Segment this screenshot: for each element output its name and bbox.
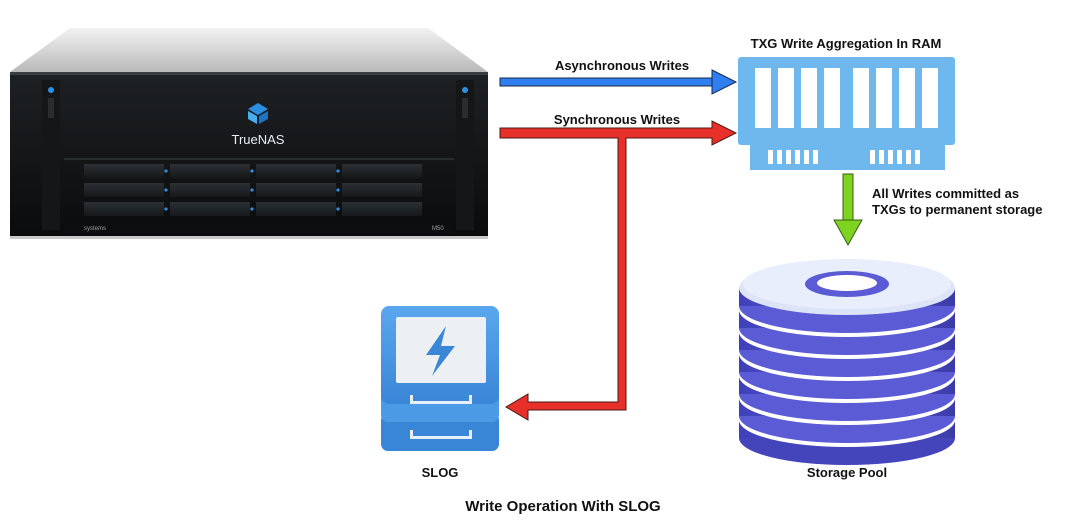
- lightning-bolt-icon: [426, 326, 455, 376]
- commit-label-line2: TXGs to permanent storage: [872, 202, 1042, 217]
- truenas-logo-icon: [248, 103, 268, 124]
- slog-label: SLOG: [422, 465, 459, 480]
- async-write-arrow: [499, 69, 738, 95]
- ram-module-icon: [738, 57, 955, 170]
- sync-writes-label: Synchronous Writes: [554, 112, 680, 127]
- storage-pool-icon: [739, 259, 955, 465]
- async-writes-label: Asynchronous Writes: [555, 58, 689, 73]
- slog-device-icon: [381, 306, 499, 451]
- storage-pool-label: Storage Pool: [807, 465, 887, 480]
- server-maker: systems: [84, 226, 106, 232]
- drive-bays: [84, 164, 422, 216]
- commit-arrow: [833, 173, 863, 247]
- truenas-server-icon: TrueNAS systems M50: [10, 28, 488, 239]
- server-model: M50: [432, 226, 444, 232]
- commit-label-line1: All Writes committed as: [872, 186, 1019, 201]
- server-brand: TrueNAS: [232, 132, 285, 147]
- ram-title: TXG Write Aggregation In RAM: [751, 36, 942, 51]
- diagram-caption: Write Operation With SLOG: [465, 498, 660, 515]
- sync-write-arrow: [499, 120, 738, 421]
